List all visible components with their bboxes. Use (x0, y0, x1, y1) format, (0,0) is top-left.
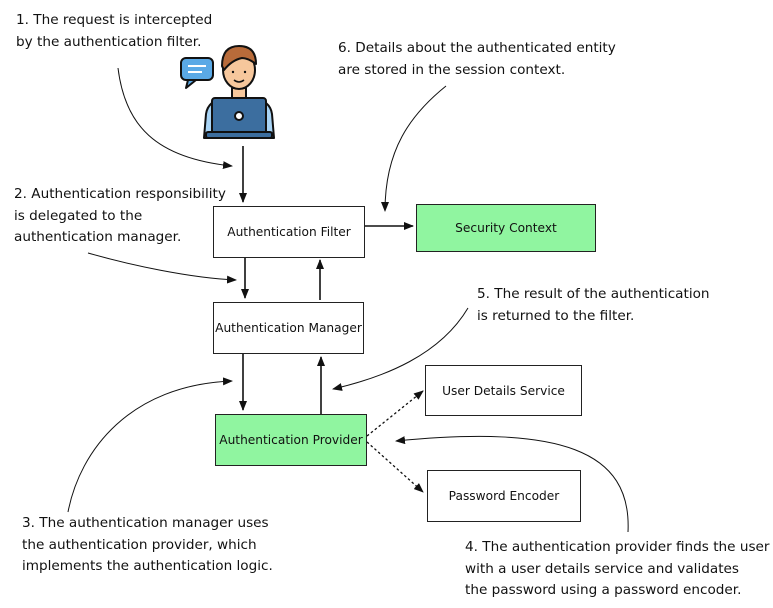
authentication-provider-box: Authentication Provider (215, 414, 367, 466)
note-4-line-3: the password using a password encoder. (465, 582, 742, 598)
user-at-laptop-icon (180, 45, 275, 139)
note-3: 3. The authentication manager uses the a… (22, 513, 273, 578)
note-6: 6. Details about the authenticated entit… (338, 38, 616, 81)
arrow-provider-to-password-encoder (366, 441, 424, 493)
note-3-line-3: implements the authentication logic. (22, 558, 273, 574)
note-5-line-2: is returned to the filter. (477, 307, 635, 324)
note1-pointer (117, 67, 233, 170)
note-6-line-1: 6. Details about the authenticated entit… (338, 40, 616, 56)
note2-pointer (87, 252, 237, 284)
note-2: 2. Authentication responsibility is dele… (14, 184, 226, 249)
note4-pointer (395, 435, 629, 533)
speech-bubble-icon (180, 57, 214, 89)
arrow-provider-to-user-details (366, 390, 424, 437)
note-3-line-1: 3. The authentication manager uses (22, 515, 269, 531)
note-5: 5. The result of the authentication is r… (477, 284, 710, 327)
authentication-manager-box: Authentication Manager (213, 302, 364, 354)
note-6-line-2: are stored in the session context. (338, 61, 566, 78)
user-details-service-box: User Details Service (425, 365, 582, 416)
note-1-line-1: 1. The request is intercepted (16, 12, 213, 28)
note-4: 4. The authentication provider finds the… (465, 537, 770, 602)
note5-pointer (332, 307, 469, 391)
note-1-line-2: by the authentication filter. (16, 33, 202, 50)
note-2-line-3: authentication manager. (14, 229, 182, 245)
authentication-filter-box: Authentication Filter (213, 206, 365, 258)
note-3-line-2: the authentication provider, which (22, 536, 257, 553)
note-4-line-1: 4. The authentication provider finds the… (465, 539, 770, 555)
note-1: 1. The request is intercepted by the aut… (16, 10, 212, 53)
note3-pointer (67, 377, 233, 513)
note-5-line-1: 5. The result of the authentication (477, 286, 710, 302)
password-encoder-box: Password Encoder (427, 470, 581, 522)
note-2-line-2: is delegated to the (14, 207, 143, 224)
note-4-line-2: with a user details service and validate… (465, 560, 739, 577)
note-2-line-1: 2. Authentication responsibility (14, 186, 226, 202)
security-context-box: Security Context (416, 204, 596, 252)
note6-pointer (381, 85, 447, 212)
